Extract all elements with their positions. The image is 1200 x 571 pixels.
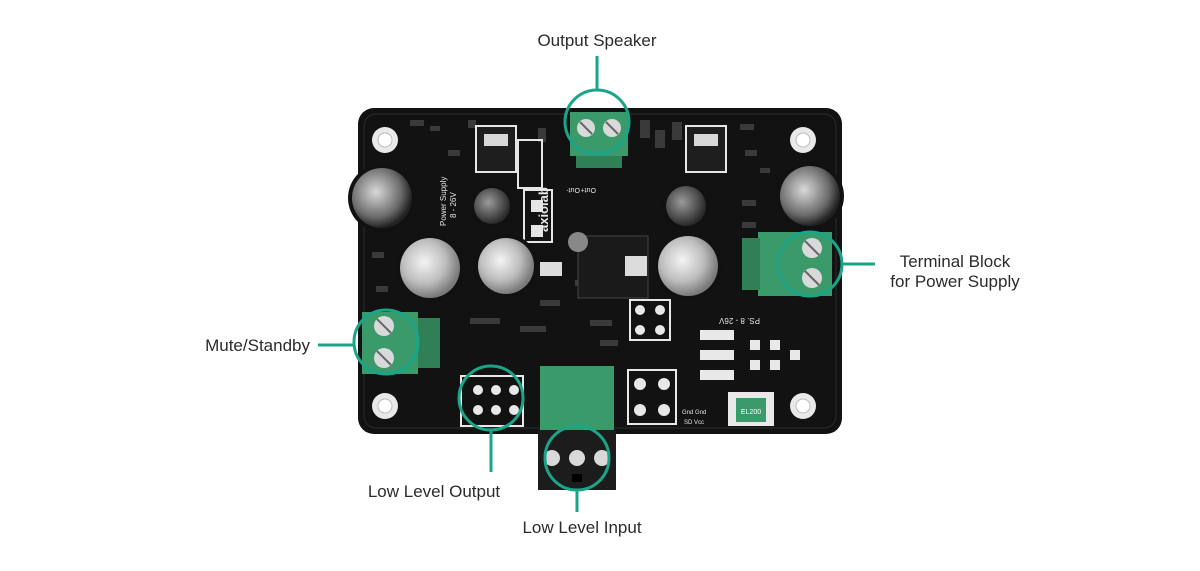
ps-silkscreen: PS. 8 - 26V: [718, 316, 760, 325]
label-mute-standby: Mute/Standby: [205, 336, 310, 355]
label-terminal-block: Terminal Block for Power Supply: [862, 252, 1048, 292]
power-devices: [475, 125, 727, 243]
terminal-low-level-input: [538, 366, 616, 490]
brand-silkscreen: axiolab: [536, 187, 551, 232]
fuse: EL200: [728, 392, 774, 426]
label-output-speaker: Output Speaker: [537, 31, 657, 50]
callout-ring-mute-standby: [352, 308, 420, 376]
terminal-mute-standby: [362, 312, 440, 374]
power-range-silkscreen: 8 - 26V: [449, 192, 458, 218]
power-supply-silkscreen: Power Supply: [439, 177, 448, 226]
amplifier-ic: [540, 235, 649, 299]
mounting-holes: [372, 127, 816, 419]
fuse-label: EL200: [741, 409, 761, 416]
pin-headers: [460, 299, 677, 427]
out-plus-silkscreen: Out+: [581, 186, 596, 193]
terminal-output-speaker: [570, 112, 628, 168]
gnd-silkscreen: Gnd Gnd: [682, 410, 706, 416]
terminal-power-supply: [742, 232, 832, 296]
callout-markers: [318, 56, 875, 512]
label-terminal-block-line1: Terminal Block: [899, 252, 1011, 271]
label-terminal-block-line2: for Power Supply: [890, 272, 1020, 291]
label-low-level-output: Low Level Output: [367, 482, 501, 501]
capacitors: [348, 162, 844, 302]
out-minus-silkscreen: Out-: [566, 186, 580, 193]
sd-silkscreen: SD Vcc: [684, 420, 704, 426]
label-low-level-input: Low Level Input: [522, 518, 642, 537]
